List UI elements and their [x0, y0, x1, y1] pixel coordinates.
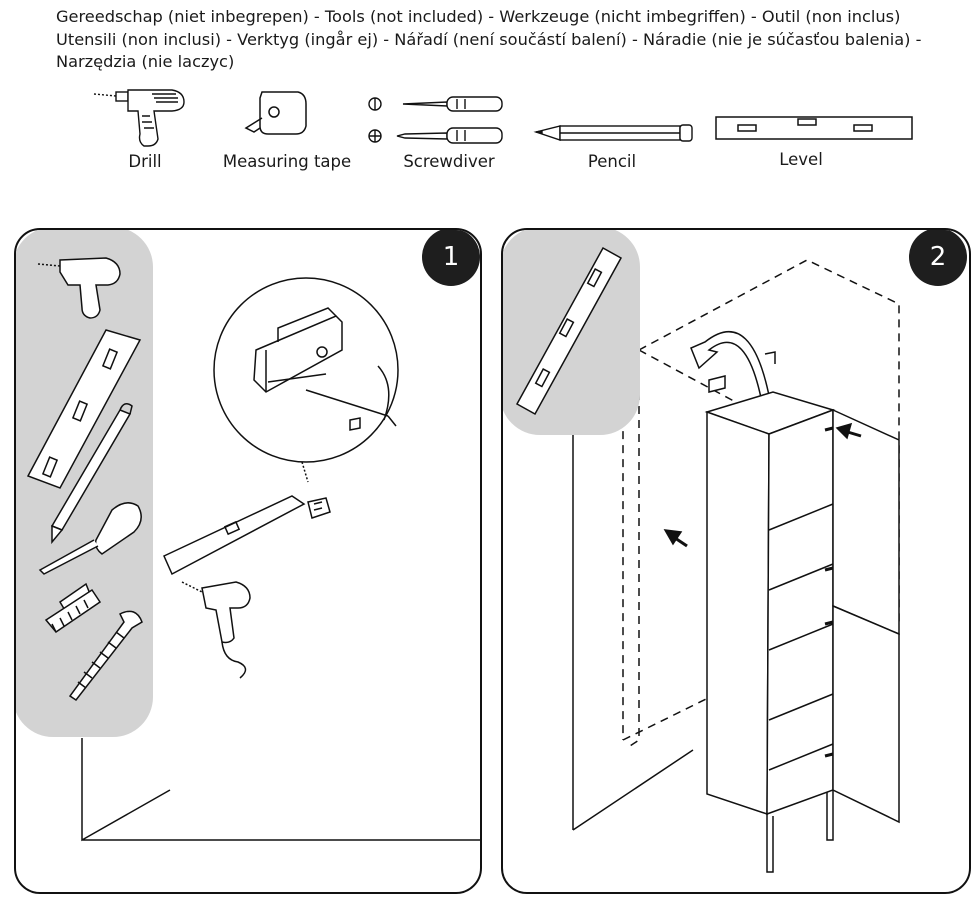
- caption-line-2: Utensili (non inclusi) - Verktyg (ingår …: [56, 29, 922, 49]
- tools-caption: Gereedschap (niet inbegrepen) - Tools (n…: [56, 6, 956, 74]
- tool-label-measuring-tape: Measuring tape: [222, 152, 352, 171]
- caption-line-3: Narzędzia (nie laczyc): [56, 52, 235, 71]
- step-number-badge-1: 1: [422, 230, 480, 286]
- step-2-panel: 2: [501, 228, 971, 894]
- level-icon: [715, 116, 913, 140]
- screwdriver-icon: [368, 96, 503, 144]
- pencil-icon: [533, 124, 693, 142]
- tool-label-level: Level: [779, 150, 823, 169]
- tool-label-screwdriver: Screwdiver: [403, 152, 495, 171]
- drill-icon: [93, 89, 185, 147]
- step-2-illustration: [503, 230, 900, 873]
- step-1-panel: 1: [14, 228, 482, 894]
- tool-label-drill: Drill: [128, 152, 162, 171]
- tool-label-pencil: Pencil: [587, 152, 637, 171]
- caption-line-1: Gereedschap (niet inbegrepen) - Tools (n…: [56, 7, 901, 26]
- step-number-badge-2: 2: [909, 230, 967, 286]
- step-1-illustration: [16, 230, 480, 842]
- measuring-tape-icon: [244, 91, 307, 135]
